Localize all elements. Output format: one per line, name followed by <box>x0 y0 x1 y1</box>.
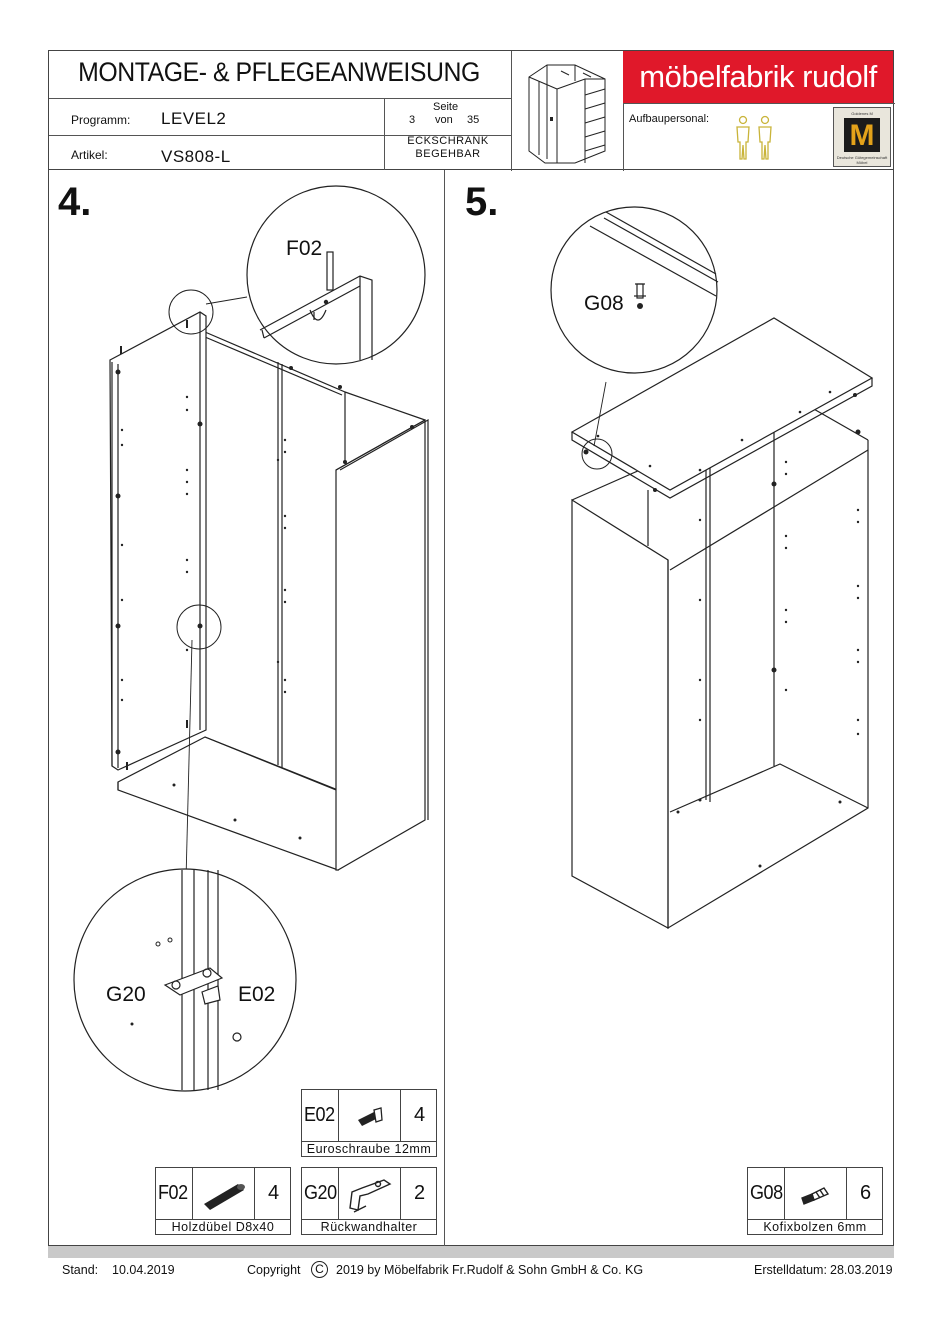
divider <box>623 103 895 104</box>
part-f02-code: F02 <box>158 1182 188 1204</box>
callout-g20: G20 <box>106 983 146 1006</box>
step-4-number: 4. <box>58 180 92 224</box>
document-title: MONTAGE- & PFLEGEANWEISUNG <box>78 57 480 87</box>
copyright-symbol-icon: C <box>311 1261 328 1278</box>
part-g20-code: G20 <box>304 1182 337 1204</box>
divider <box>511 51 512 171</box>
dowel-icon <box>204 1184 245 1210</box>
screw-icon <box>358 1107 383 1126</box>
part-e02-qty: 4 <box>414 1104 426 1126</box>
part-g20: G20 2 Rückwandhalter <box>301 1167 437 1235</box>
seite-total: 35 <box>467 114 480 126</box>
divider <box>623 51 624 171</box>
part-f02: F02 4 Holzdübel D8x40 <box>155 1167 291 1235</box>
two-persons-icon <box>736 115 772 160</box>
erstell-label: Erstelldatum: <box>754 1263 827 1277</box>
step-5-number: 5. <box>465 180 499 224</box>
cam-bolt-icon <box>801 1187 830 1205</box>
quality-seal-logo: Goldenes M M Deutsche Gütegemeinschaft M… <box>833 107 891 167</box>
artikel-value: VS808-L <box>161 147 231 166</box>
brand-logo: möbelfabrik rudolf <box>623 51 893 103</box>
part-f02-qty: 4 <box>268 1182 280 1204</box>
stand-label: Stand: <box>62 1263 99 1277</box>
part-e02-code: E02 <box>304 1104 335 1126</box>
callout-f02: F02 <box>286 237 323 260</box>
divider <box>49 98 511 99</box>
part-g20-desc: Rückwandhalter <box>302 1219 436 1234</box>
aufbau-label: Aufbaupersonal: <box>629 113 710 125</box>
seite-current: 3 <box>409 114 416 126</box>
footer-bar <box>48 1246 894 1258</box>
part-g20-qty: 2 <box>414 1182 426 1204</box>
product-name-line2: BEGEHBAR <box>415 148 481 160</box>
seite-label: Seite <box>433 101 459 113</box>
part-e02: E02 4 Euroschraube 12mm <box>301 1089 437 1157</box>
divider <box>384 98 385 170</box>
part-g08-code: G08 <box>750 1182 783 1204</box>
divider <box>49 135 511 136</box>
content-frame <box>48 170 894 1246</box>
header-block: MONTAGE- & PFLEGEANWEISUNG Programm: LEV… <box>48 50 895 171</box>
programm-label: Programm: <box>71 113 131 127</box>
part-f02-desc: Holzdübel D8x40 <box>156 1219 290 1234</box>
product-name-line1: ECKSCHRANK <box>407 135 489 147</box>
part-g08: G08 6 Kofixbolzen 6mm <box>747 1167 883 1235</box>
part-g08-desc: Kofixbolzen 6mm <box>748 1219 882 1234</box>
seite-von: von <box>435 114 453 126</box>
erstell-date: 28.03.2019 <box>830 1263 893 1277</box>
step-5-illustration <box>550 206 874 930</box>
copyright-text: 2019 by Möbelfabrik Fr.Rudolf & Sohn Gmb… <box>336 1263 644 1277</box>
stand-date: 10.04.2019 <box>112 1263 175 1277</box>
callout-e02: E02 <box>238 983 276 1006</box>
back-panel-holder-icon <box>349 1179 392 1213</box>
callout-g08: G08 <box>584 292 624 315</box>
step-4-illustration <box>73 185 429 1092</box>
part-g08-qty: 6 <box>860 1182 872 1204</box>
cabinet-thumbnail-icon <box>528 64 606 164</box>
copyright-label: Copyright <box>247 1263 301 1277</box>
part-e02-desc: Euroschraube 12mm <box>302 1141 436 1156</box>
programm-value: LEVEL2 <box>161 109 227 128</box>
column-divider <box>444 170 445 1246</box>
artikel-label: Artikel: <box>71 148 108 162</box>
